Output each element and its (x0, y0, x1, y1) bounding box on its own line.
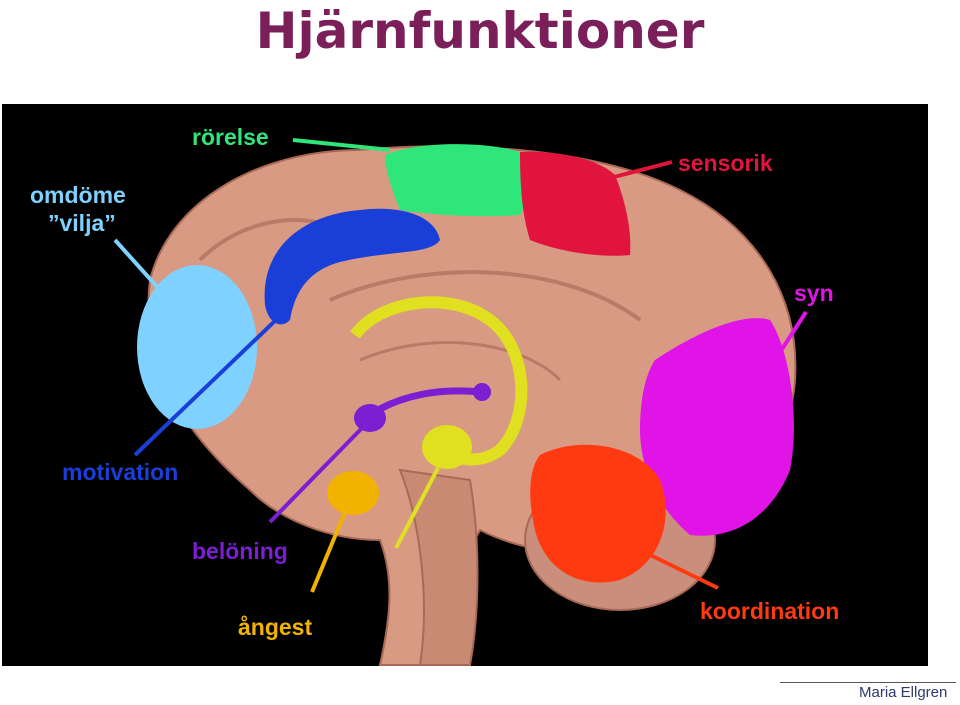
leader-line (773, 310, 808, 362)
brainstem (398, 468, 479, 666)
reward-node (354, 404, 386, 432)
sensory-area (520, 151, 631, 256)
anxiety-area (327, 471, 379, 515)
label-sensory: sensorik (678, 150, 773, 176)
leader-line (133, 316, 280, 457)
label-coordination: koordination (700, 598, 840, 624)
leader-line (609, 160, 673, 180)
label-judgement: omdöme (30, 182, 126, 208)
movement-area (385, 144, 526, 217)
leader-line (394, 467, 440, 549)
leader-line (292, 138, 391, 152)
label-vision: syn (794, 280, 834, 306)
label-movement: rörelse (192, 124, 269, 150)
leader-line (113, 238, 162, 292)
hippocampus-area (422, 425, 472, 469)
page-title: Hjärnfunktioner (255, 2, 705, 60)
label-motivation: motivation (62, 459, 179, 485)
credit-text: Maria Ellgren (859, 684, 948, 701)
leader-line (268, 423, 367, 524)
leader-line (310, 511, 347, 593)
limbic-arc (350, 296, 528, 466)
label-will: ”vilja” (48, 210, 116, 236)
gyrus-line (329, 270, 642, 322)
coordination-area (530, 444, 666, 583)
motivation-area (264, 208, 440, 325)
reward-node (473, 383, 491, 401)
vision-area (640, 318, 794, 536)
leader-line (639, 548, 719, 590)
judgement-area (137, 265, 257, 429)
label-anxiety: ångest (238, 614, 313, 640)
gyrus-line (359, 341, 562, 382)
credit-divider (780, 682, 956, 683)
label-reward: belöning (192, 538, 288, 564)
